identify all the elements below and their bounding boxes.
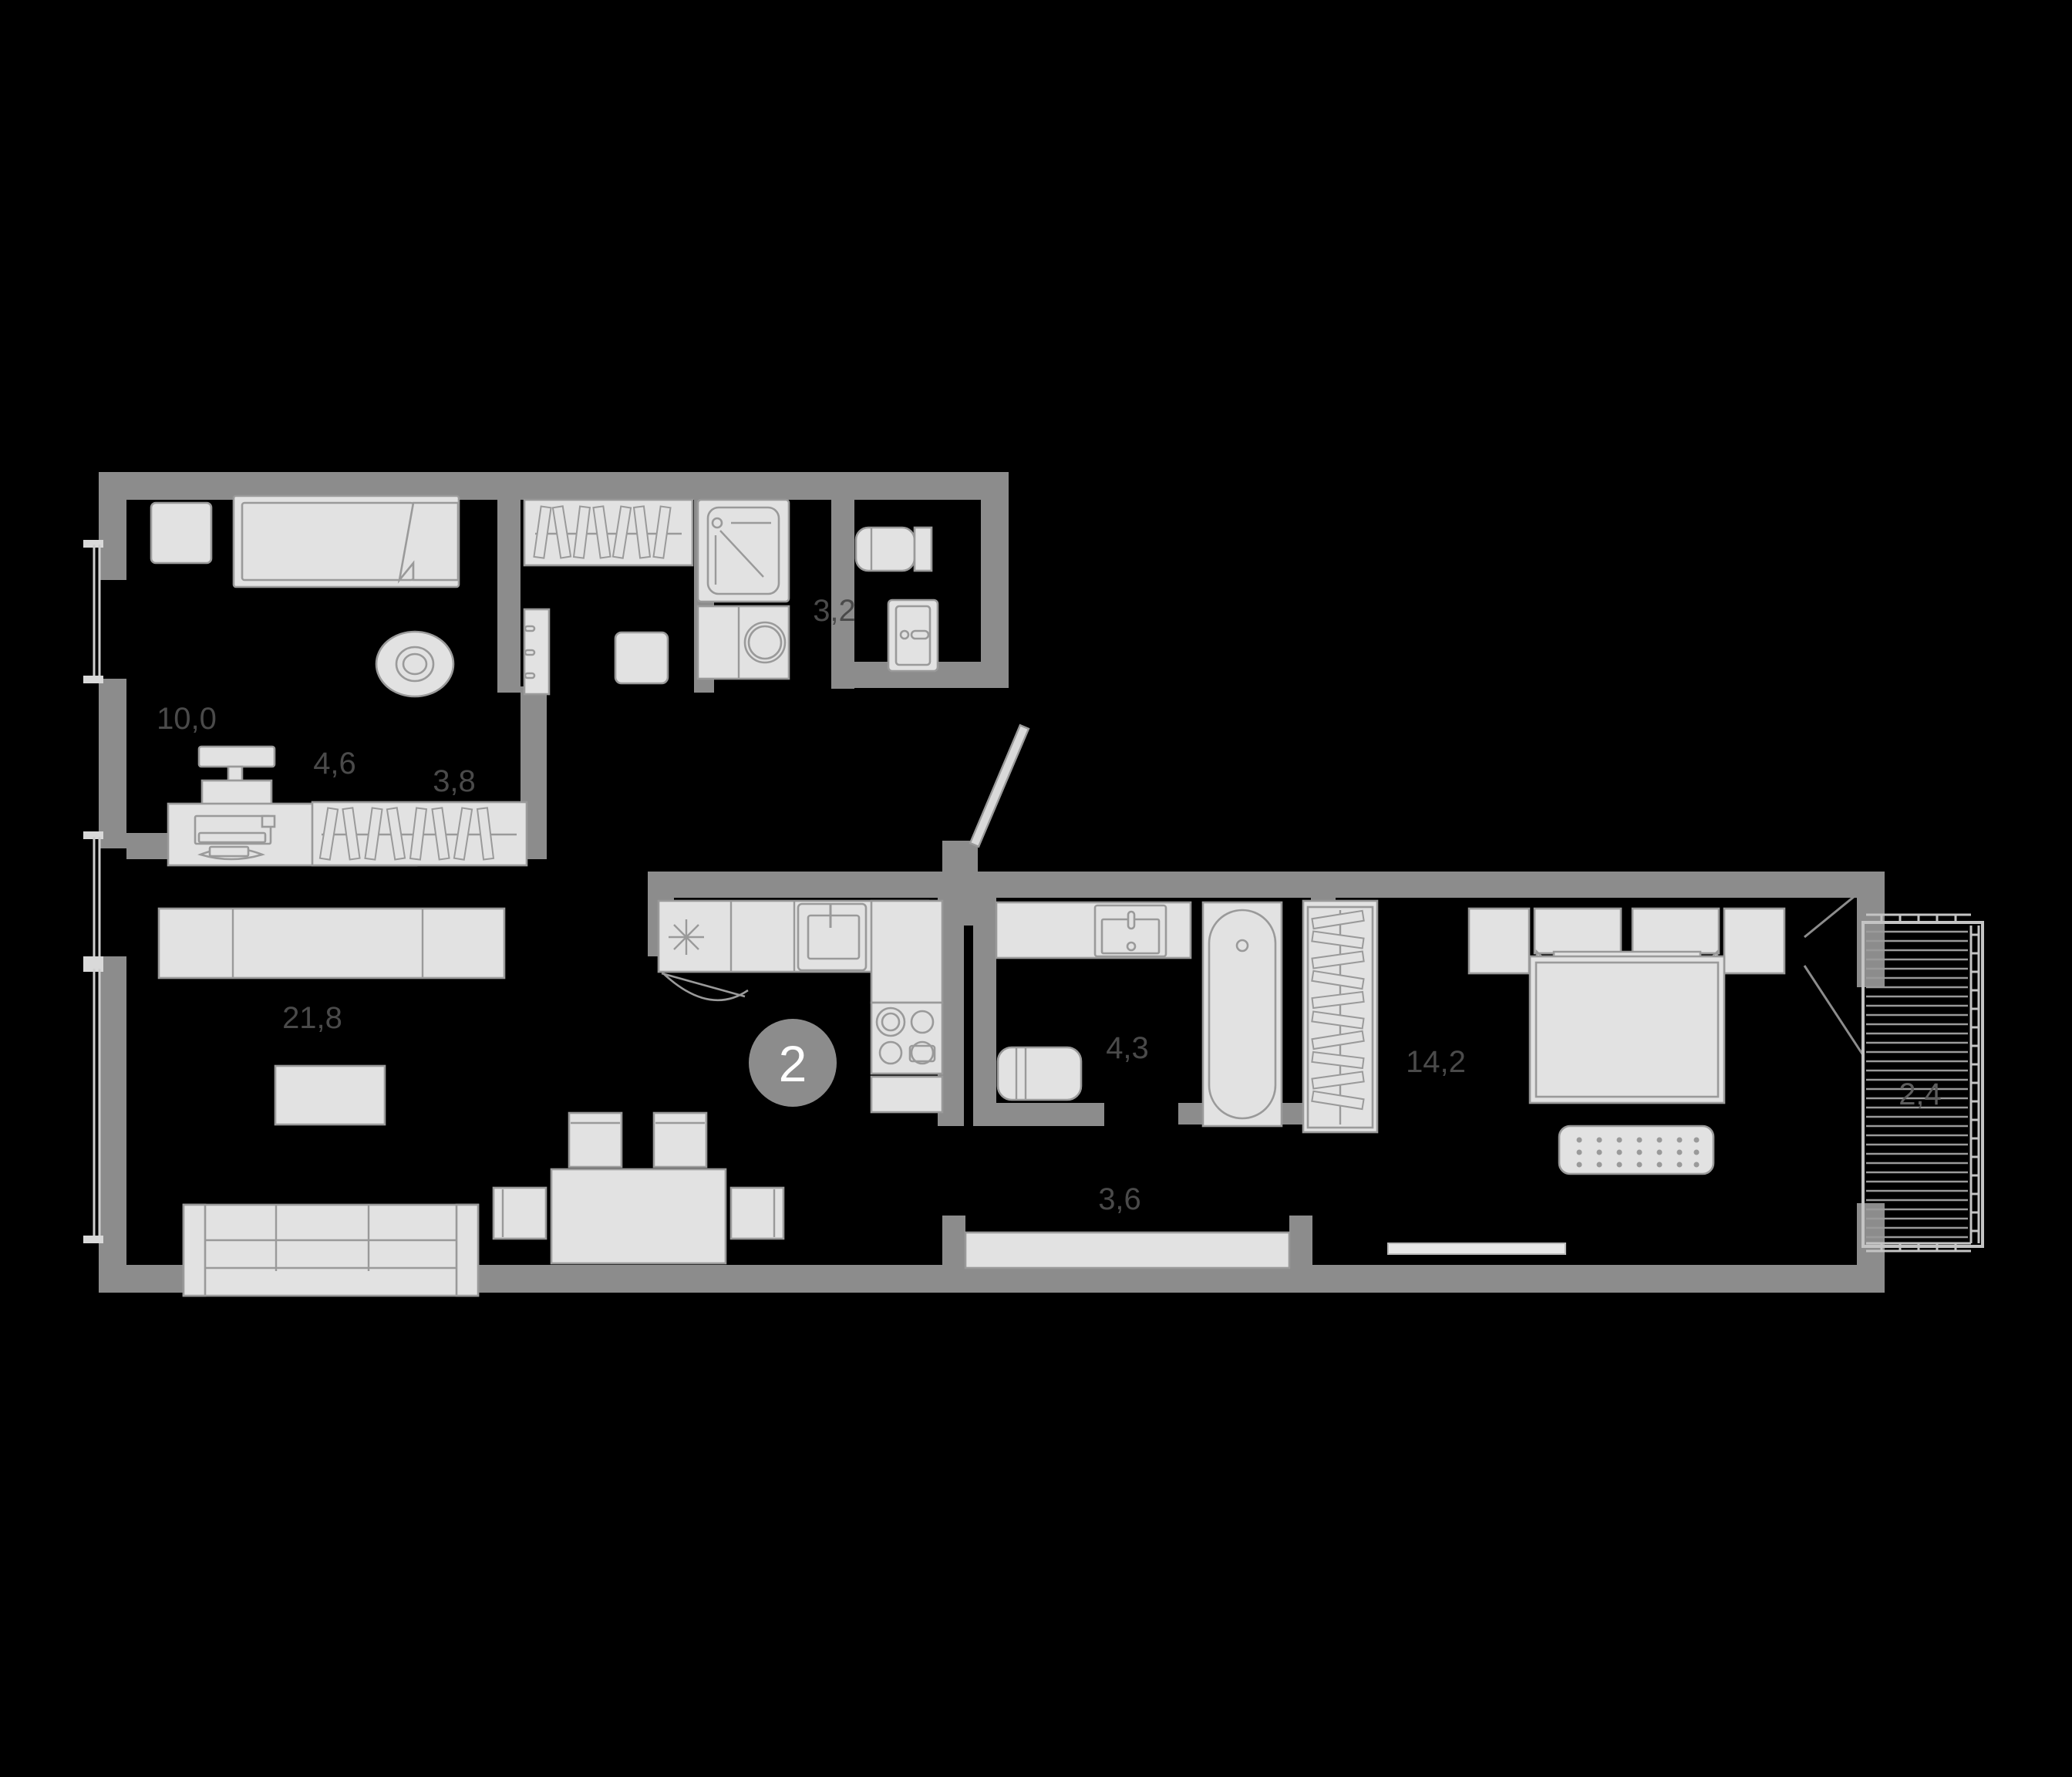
room-count-value: 2 <box>779 1035 807 1092</box>
dining-set <box>492 1111 785 1265</box>
dining-chair <box>729 1186 785 1240</box>
tall-cabinet <box>523 608 551 696</box>
stool <box>614 631 669 685</box>
room-area-labels: 10,0 4,6 3,8 3,2 21,8 4,3 3,6 14,2 2,4 <box>157 594 1942 1216</box>
area-label-wardrobe-room: 4,6 <box>313 747 356 781</box>
bed-double <box>1467 907 1786 1104</box>
area-label-balcony: 2,4 <box>1898 1077 1942 1111</box>
bed-single <box>232 494 460 588</box>
balcony <box>1861 913 1984 1253</box>
washing-machine <box>696 605 790 680</box>
entry-door-swing <box>969 723 1030 848</box>
area-label-bedroom-small: 10,0 <box>157 702 217 736</box>
door-group <box>969 723 1865 1056</box>
kitchen-counter <box>657 899 944 1114</box>
wash-basin <box>887 599 939 673</box>
area-label-living-kitchen: 21,8 <box>282 1001 342 1035</box>
wall-structure <box>99 472 1885 1293</box>
dining-table <box>550 1168 727 1265</box>
room-count-badge: 2 <box>749 1019 837 1107</box>
area-label-wc: 3,2 <box>813 594 856 628</box>
area-label-hall-entry: 3,8 <box>433 764 476 798</box>
coffee-table <box>274 1064 386 1126</box>
round-side-table <box>375 630 455 698</box>
wardrobe-closet <box>1302 899 1379 1134</box>
tv-unit <box>157 907 506 980</box>
area-label-bathroom: 4,3 <box>1106 1031 1149 1065</box>
dining-chair <box>492 1186 547 1240</box>
bookshelf <box>311 801 528 867</box>
shoe-cabinet <box>964 1231 1291 1270</box>
dining-chair <box>568 1111 623 1168</box>
sofa-three-seat <box>182 1203 480 1297</box>
dining-chair <box>652 1111 708 1168</box>
kitchen-burner-symbol <box>669 919 704 955</box>
window <box>1387 1243 1566 1255</box>
wardrobe-closet <box>523 498 694 567</box>
toilet <box>854 526 933 572</box>
furniture-group <box>150 494 1786 1297</box>
window-group <box>83 540 1566 1255</box>
window <box>83 964 103 1243</box>
area-label-corridor: 3,6 <box>1098 1182 1141 1216</box>
bathroom-vanity <box>995 901 1192 959</box>
bathtub <box>1201 901 1283 1128</box>
window <box>83 831 103 964</box>
bench-rug <box>1558 1125 1715 1175</box>
window <box>83 540 103 683</box>
balcony-door-swing <box>1803 888 1865 1056</box>
toilet <box>996 1046 1083 1101</box>
area-label-bedroom-master: 14,2 <box>1406 1045 1466 1079</box>
nightstand <box>150 501 213 565</box>
shower-cabin <box>696 498 790 603</box>
